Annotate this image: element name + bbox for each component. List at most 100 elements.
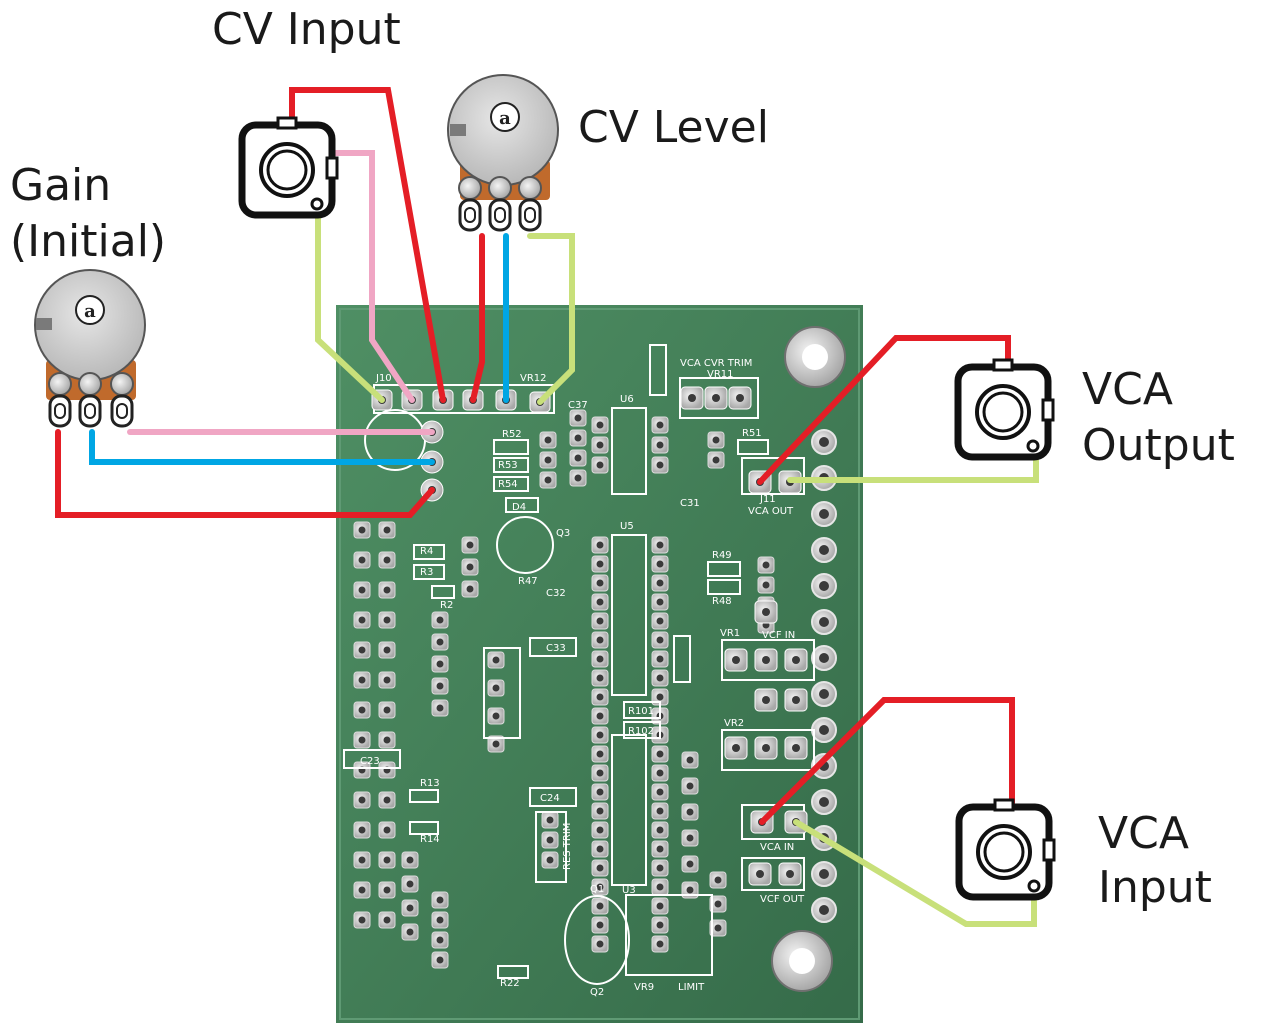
component-pad-hole (406, 904, 414, 912)
pot-lug-hole (116, 403, 128, 419)
mount-hole-bottom-center (789, 948, 815, 974)
silk-r14: R14 (420, 834, 440, 845)
label-vca-output-line2: Output (1082, 420, 1235, 471)
component-pad-hole (656, 864, 664, 872)
component-pad-hole (544, 436, 552, 444)
c34-outline (673, 635, 691, 683)
component-pad-hole (436, 704, 444, 712)
component-pad-hole (656, 560, 664, 568)
component-pad-hole (686, 808, 694, 816)
r3-outline (413, 564, 445, 580)
component-pad-hole (466, 585, 474, 593)
component-pad-hole (656, 541, 664, 549)
silk-r47: R47 (518, 576, 538, 587)
pot-lug-ring (110, 372, 134, 396)
cv-input-jack[interactable] (238, 116, 339, 219)
header-pin-hole (762, 744, 770, 752)
jack-socket (982, 391, 1024, 433)
label-vca-input-line2: Input (1098, 862, 1212, 913)
res-trim-outline (535, 811, 567, 883)
pot-lug-ring (488, 176, 512, 200)
edge-pad-hole (819, 689, 829, 699)
component-pad-hole (492, 684, 500, 692)
header-pin-hole (792, 696, 800, 704)
d4-outline (505, 497, 539, 513)
pot-lug-ring (48, 372, 72, 396)
label-gain-line2: (Initial) (10, 216, 167, 267)
edge-pad-hole (819, 545, 829, 555)
component-pad-hole (656, 441, 664, 449)
trim-vr11-outline (679, 377, 759, 419)
component-pad-hole (596, 731, 604, 739)
r14-outline (409, 821, 439, 835)
header-pin-hole (736, 394, 744, 402)
component-pad-hole (358, 736, 366, 744)
c3-outline (649, 344, 667, 396)
component-pad-hole (596, 579, 604, 587)
pot-marking: a (499, 108, 511, 129)
wire-cv-input-pink (327, 150, 415, 403)
component-pad-hole (436, 660, 444, 668)
silk-vca-in: VCA IN (760, 842, 794, 853)
header-pin-hole (792, 744, 800, 752)
component-pad-hole (492, 712, 500, 720)
component-pad-hole (596, 940, 604, 948)
label-gain-line1: Gain (10, 160, 112, 211)
wire-gain-red (55, 429, 435, 518)
ic-u3-outline (625, 894, 713, 976)
jack-lug-top (993, 798, 1015, 812)
silk-j11: J11 (759, 494, 776, 505)
component-pad-hole (596, 560, 604, 568)
component-pad-hole (383, 616, 391, 624)
component-pad-hole (358, 616, 366, 624)
vca-input-jack[interactable] (955, 798, 1056, 901)
component-pad-hole (596, 807, 604, 815)
component-pad-hole (656, 902, 664, 910)
c33-outline (529, 637, 577, 657)
silk-r4: R4 (420, 546, 433, 557)
gain-potentiometer[interactable]: a (34, 269, 146, 428)
component-pad-hole (383, 706, 391, 714)
silk-d4: D4 (512, 502, 526, 513)
component-pad-hole (596, 921, 604, 929)
component-pad-hole (656, 845, 664, 853)
silk-r52: R52 (502, 429, 522, 440)
component-pad-hole (714, 876, 722, 884)
silk-c24: C24 (540, 793, 560, 804)
component-pad-hole (596, 655, 604, 663)
pot-marking-circle (490, 102, 520, 132)
jack-lug-corner (310, 197, 324, 211)
j3-outline (741, 857, 805, 891)
component-pad-hole (656, 655, 664, 663)
component-pad-hole (762, 561, 770, 569)
component-pad-hole (358, 676, 366, 684)
c23-outline (343, 749, 401, 769)
pot-lugs (48, 372, 134, 428)
vca-output-jack[interactable] (954, 358, 1055, 461)
silk-r48: R48 (712, 596, 732, 607)
jack-lug-top (276, 116, 298, 130)
component-pad-hole (544, 456, 552, 464)
component-pad-hole (656, 940, 664, 948)
component-pad-hole (656, 579, 664, 587)
switch-s1-outline (483, 647, 521, 739)
component-pad-hole (596, 712, 604, 720)
edge-pad-hole (819, 617, 829, 627)
wire-gain-blue (89, 429, 435, 465)
component-pad-hole (436, 896, 444, 904)
component-pad-hole (596, 421, 604, 429)
silk-c23: C23 (360, 756, 380, 767)
silk-r54: R54 (498, 479, 518, 490)
cv-level-potentiometer[interactable]: a (447, 74, 559, 232)
silk-r101: R101 (628, 706, 654, 717)
pot-lugs (458, 176, 542, 232)
r22-outline (497, 965, 529, 979)
r49-outline (707, 561, 741, 577)
component-pad-hole (656, 598, 664, 606)
component-pad-hole (714, 924, 722, 932)
component-pad-hole (596, 636, 604, 644)
label-vca-input-line1: VCA (1098, 808, 1189, 859)
component-pad-hole (656, 750, 664, 758)
component-pad-hole (574, 434, 582, 442)
